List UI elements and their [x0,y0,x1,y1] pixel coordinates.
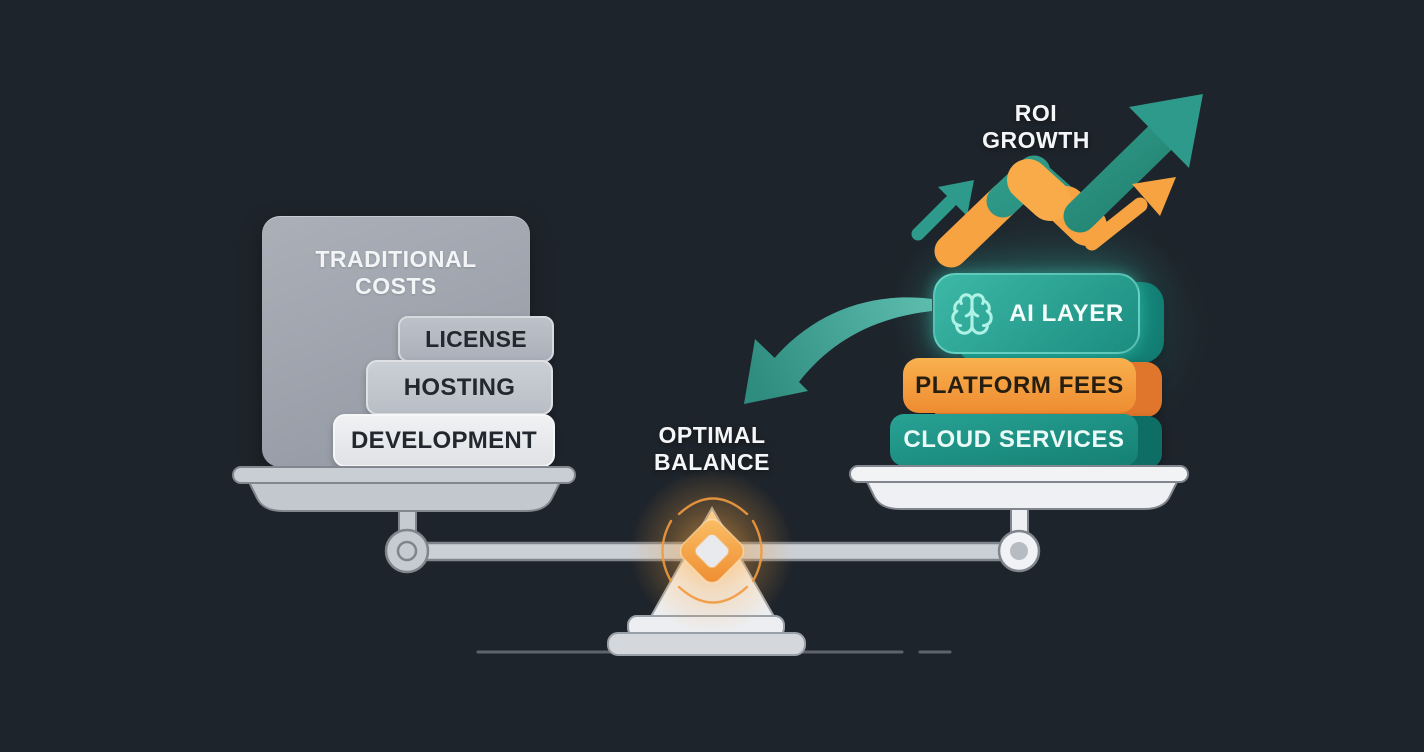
diamond-inner [694,533,730,569]
fulcrum [607,505,806,656]
hosting-box: HOSTING [366,360,553,415]
right-pan-stem [1010,507,1029,537]
traditional-costs-title-line1: TRADITIONAL [315,246,477,272]
traditional-costs-title-line2: COSTS [355,273,437,299]
optimal-balance-line1: OPTIMAL [658,422,766,448]
platform-fees-face: PLATFORM FEES [903,358,1136,413]
development-box: DEVELOPMENT [333,414,555,467]
fulcrum-step-base [607,632,806,656]
brain-icon [951,292,993,335]
roi-growth-line2: GROWTH [982,127,1090,153]
ai-layer-face: AI LAYER [933,273,1140,354]
diamond-glow [630,469,794,633]
traditional-costs-title: TRADITIONAL COSTS [262,246,530,300]
cloud-services-label: CLOUD SERVICES [903,426,1125,453]
platform-fees-box: PLATFORM FEES [903,358,1162,417]
left-pan-stem [398,509,417,537]
roi-growth-label: ROI GROWTH [946,100,1126,154]
platform-fees-label: PLATFORM FEES [915,371,1124,399]
cloud-services-box: CLOUD SERVICES [890,414,1162,468]
roi-main-arrowhead [1129,94,1203,168]
development-label: DEVELOPMENT [351,426,537,454]
fulcrum-step-top [627,615,785,638]
swoosh-arrowhead [744,339,808,404]
right-pivot [997,529,1041,573]
balance-beam [400,541,1026,562]
optimal-balance-label: OPTIMAL BALANCE [612,422,812,476]
fulcrum-triangle [647,505,778,626]
license-label: LICENSE [425,325,527,352]
left-pan [232,466,576,574]
ai-layer-label: AI LAYER [1009,299,1124,327]
ai-layer-box: AI LAYER [933,273,1164,363]
right-pivot-hole [1010,542,1028,560]
hosting-label: HOSTING [403,373,516,401]
left-pivot [384,528,430,574]
left-pivot-hole [396,540,418,562]
left-pan-bar [232,466,576,484]
optimal-balance-line2: BALANCE [654,449,770,475]
left-pan-bowl [247,481,562,512]
diamond-outer [679,518,745,584]
optimal-balance-diamond [630,469,794,633]
diamond-outline-arcs [661,497,763,604]
roi-growth-line1: ROI [1014,100,1058,126]
cloud-services-face: CLOUD SERVICES [890,414,1138,466]
license-box: LICENSE [398,316,554,362]
